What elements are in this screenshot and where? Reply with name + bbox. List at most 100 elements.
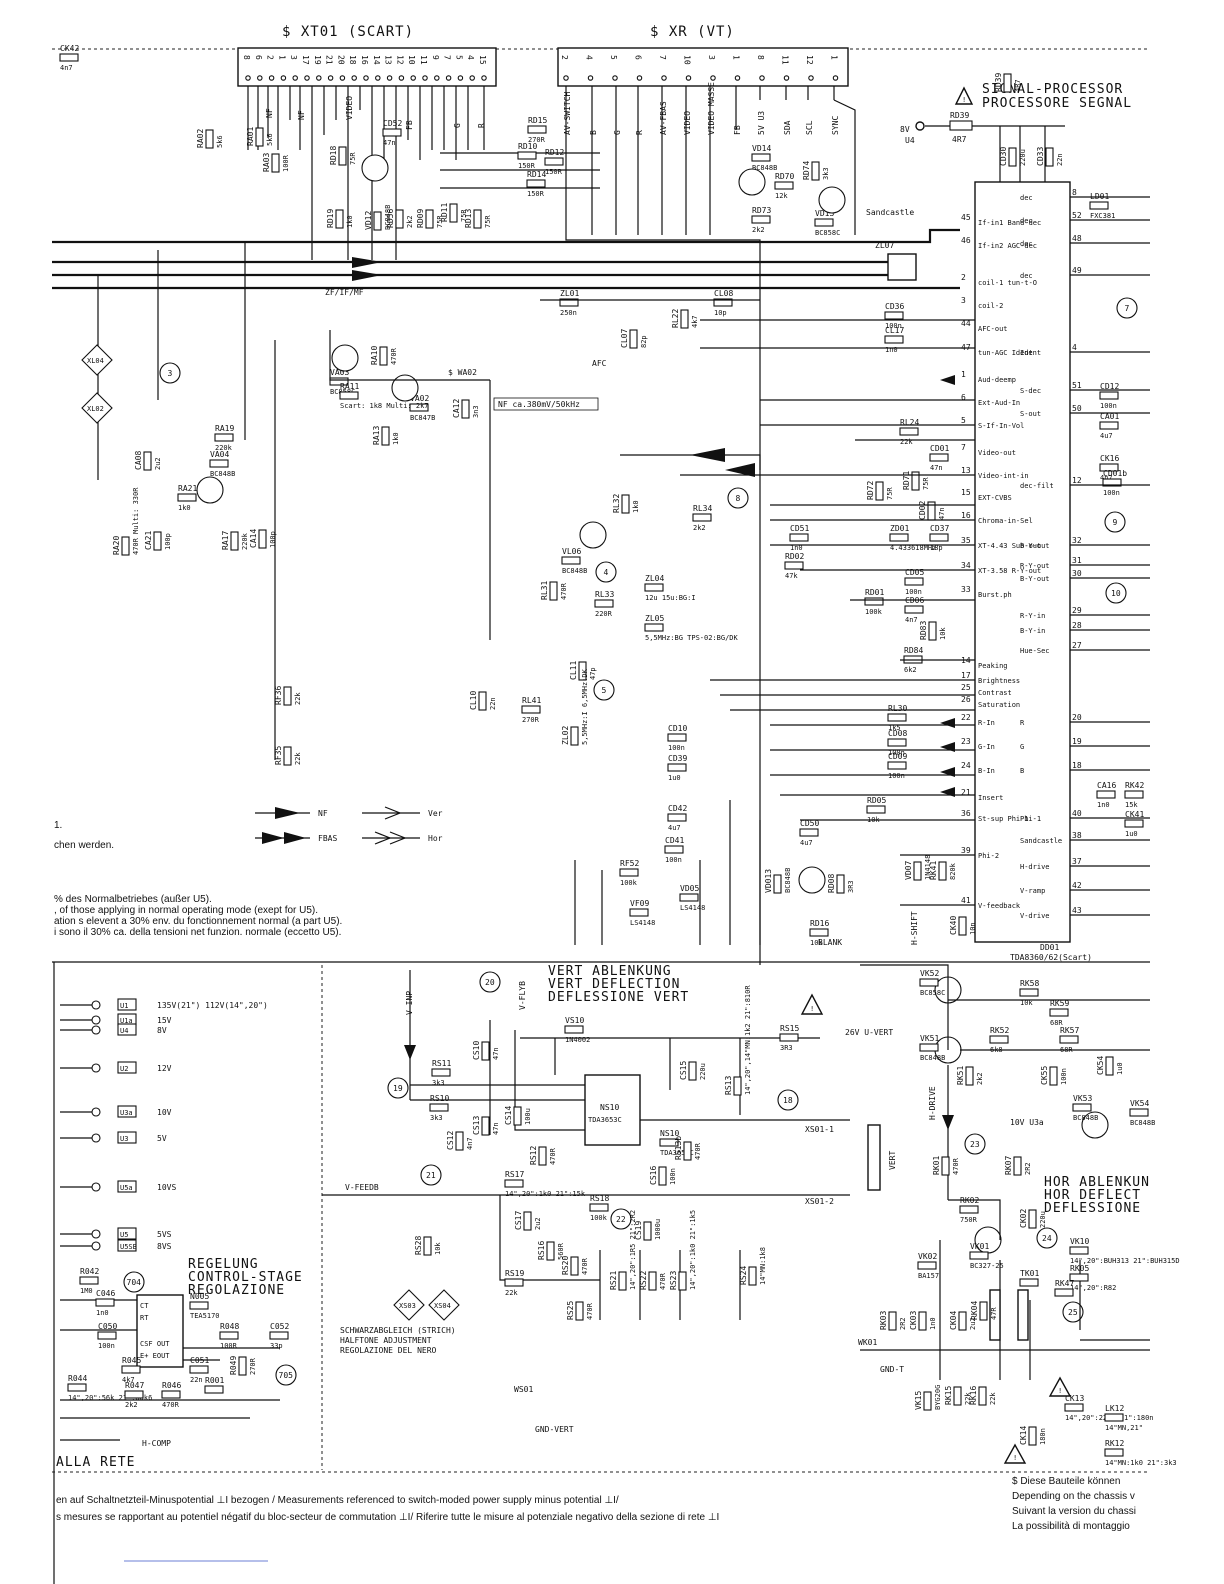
component-value: 22k — [505, 1289, 518, 1297]
ic-pin-name: R-Y-in — [1020, 612, 1045, 620]
svg-text:20: 20 — [485, 978, 495, 987]
ic-pin-number: 38 — [1072, 831, 1082, 840]
ic-pin-name: Saturation — [978, 701, 1020, 709]
component-ref: CS14 — [504, 1106, 513, 1125]
component-ref: VK52 — [920, 969, 939, 978]
ic-pin-number: 8 — [1072, 188, 1077, 197]
component-ref: RS13b — [674, 1136, 683, 1160]
component-ref: RA01 — [246, 127, 255, 146]
connector-pin-number: 3 — [289, 55, 298, 60]
component-value: LS4148 — [680, 904, 705, 912]
component-ref: RD72 — [866, 481, 875, 500]
component-ref: VK54 — [1130, 1099, 1149, 1108]
connector-pin-number: 8 — [242, 55, 251, 60]
component-value: 10k — [434, 1242, 442, 1255]
test-point-9: 9 — [1104, 511, 1126, 533]
ic-pin-number: 1 — [961, 370, 966, 379]
svg-text:FBAS: FBAS — [318, 834, 337, 843]
component-value: 100R — [282, 154, 290, 172]
ic-pin-number: 43 — [1072, 906, 1082, 915]
component-ref: RL41 — [522, 696, 541, 705]
connector-pin — [292, 75, 298, 81]
component-value: BC848B — [384, 205, 392, 230]
ic-pin-name: Ext-Aud-In — [978, 399, 1020, 407]
connector-pin — [685, 75, 692, 81]
component-value: 820k — [949, 862, 957, 880]
vt-signal-label: AV-FBAS — [659, 101, 668, 135]
component-value: 10k — [939, 627, 947, 640]
connector-pin — [469, 75, 475, 81]
component-ref: RF52 — [620, 859, 639, 868]
component-ref: CL11 — [569, 661, 578, 680]
component-value: 100n — [98, 1342, 115, 1350]
ic-pin-name: G-In — [978, 743, 995, 751]
if-bus: ZL07 — [52, 228, 960, 290]
component-value: 14"MN:1k8 — [759, 1247, 767, 1285]
component-value: 1M0 — [80, 1287, 93, 1295]
ic-pin-name: G — [1020, 743, 1024, 751]
component-value: 2R2 — [899, 1317, 907, 1330]
component-value: 100n — [1100, 402, 1117, 410]
ic-pin-name: coil-1 tun-t-O — [978, 279, 1037, 287]
component-value: 75R — [922, 477, 930, 490]
supply-rail-value: 5V — [157, 1134, 167, 1143]
svg-text:25: 25 — [1068, 1308, 1078, 1317]
supply-rail-value: 135V(21") 112V(14",20") — [157, 1001, 268, 1010]
connector-pin-number: 19 — [313, 55, 322, 65]
component-value: 22k — [294, 692, 302, 705]
connector-pin — [563, 75, 569, 81]
svg-text:22: 22 — [616, 1215, 626, 1224]
component-value: 1u0 — [1116, 1062, 1124, 1075]
component-ref: RK59 — [1050, 999, 1069, 1008]
svg-text:3: 3 — [168, 369, 173, 378]
connector-pin-number: 2 — [560, 55, 569, 60]
ic-pin-name: Video-out — [978, 449, 1016, 457]
warning-triangle-icon: ! — [1003, 1443, 1027, 1464]
component-value: FXC381 — [1090, 212, 1115, 220]
scart-signal-label: FB — [405, 120, 414, 130]
ic-pin-name: Video-int-in — [978, 472, 1029, 480]
ic-pin-name: S-If-In-Vol — [978, 422, 1024, 430]
component-ref: R047 — [125, 1381, 144, 1390]
ic-pin-number: 50 — [1072, 404, 1082, 413]
ic-pin-number: 27 — [1072, 641, 1082, 650]
ic-pin-name: Phi-1 — [1020, 815, 1041, 823]
component-value: 4u7 — [1100, 432, 1113, 440]
component-ref: CD50 — [800, 819, 819, 828]
component-ref: RS11 — [432, 1059, 451, 1068]
supply-rail-value: 8VS — [157, 1242, 172, 1251]
component-ref: CK16 — [1100, 454, 1119, 463]
component-ref: RK57 — [1060, 1026, 1079, 1035]
ic-pin-number: 16 — [961, 511, 971, 520]
connector-pin-number: 13 — [384, 55, 393, 65]
left-notes: 1. chen werden. % des Normalbetriebes (a… — [54, 820, 342, 938]
connector-pin — [759, 75, 765, 81]
component-value: 10k — [1020, 999, 1033, 1007]
component-value: 2k2 — [976, 1072, 984, 1085]
component-ref: R042 — [80, 1267, 99, 1276]
ic-pin-number: 7 — [961, 443, 966, 452]
